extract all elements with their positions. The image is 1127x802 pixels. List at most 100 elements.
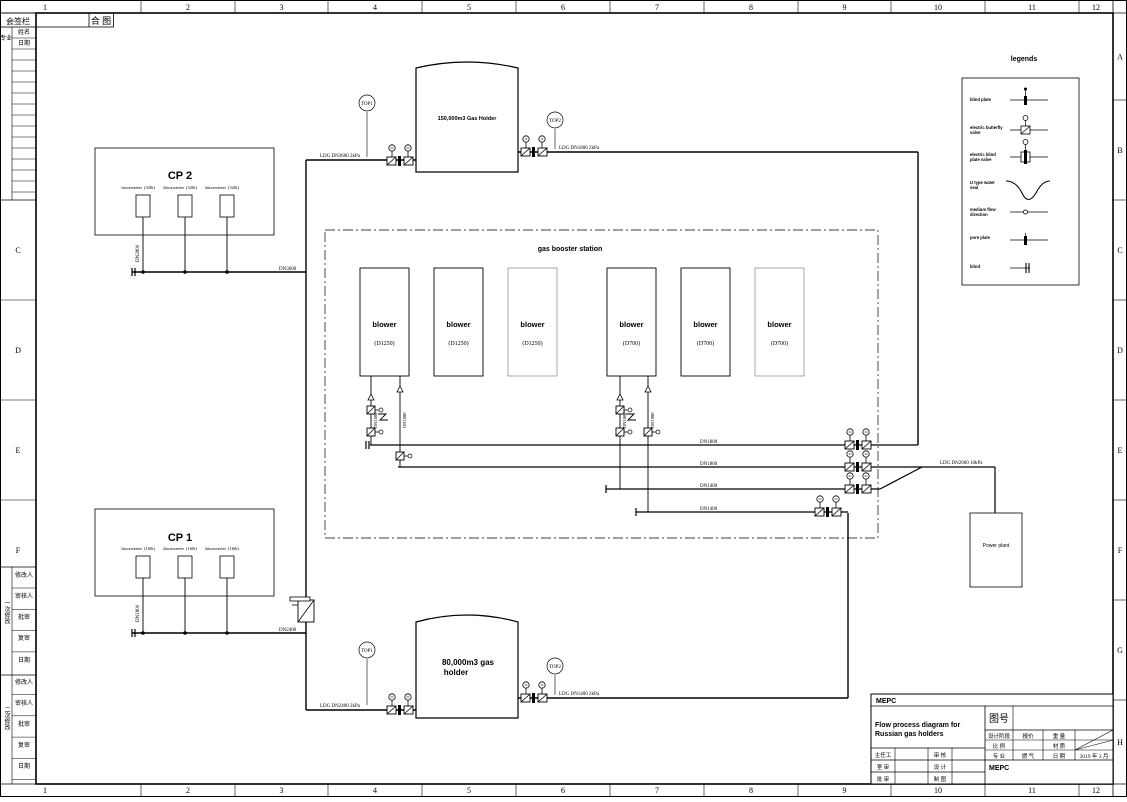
col-number-top-8: 8 — [749, 3, 753, 12]
cp1-header-label: DN2400 — [279, 628, 297, 633]
legend-label-2-line2: valve — [970, 130, 981, 135]
station-header-3: DN1400 — [700, 484, 718, 489]
blower1-inlet-label: DN1800 — [373, 412, 378, 428]
rev2-label-4: 日期 — [18, 762, 30, 770]
legend-label-3: electric blind — [970, 152, 996, 157]
cp1-converter-name-2: 2#converter — [163, 546, 185, 551]
strip-label-name: 姓名 — [18, 28, 30, 36]
cp1-converter-size-3: (160t) — [228, 546, 239, 551]
blower4-inlet-label: DN1000 — [622, 412, 627, 428]
title-company-bottom: MEPC — [989, 765, 1009, 772]
cp1-converter-size-1: (160t) — [144, 546, 155, 551]
u-type-water-seal-symbol — [1005, 180, 1051, 201]
drawing-stamp: 合 图 — [91, 15, 111, 26]
rev1-label-2: 批审 — [18, 613, 30, 621]
cp1-group: CP 1 1#converter(160t)2#converter(160t)3… — [94, 508, 306, 637]
strip-label-date: 日期 — [18, 39, 30, 47]
electric-butterfly-valve-symbol — [1010, 115, 1048, 135]
legend-label-1: blind plate — [970, 97, 992, 102]
row-letter-left-C: C — [15, 246, 20, 255]
tb-r1-2: 重 量 — [1053, 732, 1066, 740]
blower-1-model: (D1250) — [374, 340, 394, 347]
cp1-converter-box-2 — [177, 555, 193, 579]
title-company-top: MEPC — [876, 698, 896, 705]
rev1-title: 一次修改 — [3, 600, 10, 625]
col-number-bottom-3: 3 — [280, 786, 284, 795]
blower-4-name: blower — [619, 320, 643, 329]
cp2-header-label: DN3600 — [279, 267, 297, 272]
drawing-no-label: 图号 — [989, 713, 1009, 725]
holder-bottom-title-2: holder — [444, 668, 468, 677]
cp2-converter-name-3: 3#converter — [205, 185, 227, 190]
station-header-2: DN1800 — [700, 462, 718, 467]
holder-bottom-title-1: 80,000m3 gas — [442, 658, 495, 667]
holder-top-top1: TOP1 — [361, 102, 373, 107]
legends-title: legends — [1011, 56, 1038, 63]
rev1-label-3: 复审 — [18, 634, 30, 642]
legend-label-5: medium flow — [970, 207, 996, 212]
role-left-1: 室 审 — [877, 763, 890, 771]
col-number-top-7: 7 — [655, 3, 659, 12]
col-number-top-3: 3 — [280, 3, 284, 12]
tb-r1-1: 报价 — [1022, 732, 1034, 740]
role-left-2: 批 审 — [877, 775, 890, 783]
sign-label: 会签栏 — [6, 16, 30, 26]
blower-5-name: blower — [693, 320, 717, 329]
col-number-top-6: 6 — [561, 3, 565, 12]
strip-label-speciality: 专业 — [0, 34, 12, 42]
legend-label-3-line2: plate valve — [970, 157, 992, 162]
cp1-title: CP 1 — [168, 532, 192, 544]
holder-top-title: 150,000m3 Gas Holder — [438, 116, 498, 122]
row-letter-right-B: B — [1117, 146, 1122, 155]
row-letter-right-C: C — [1117, 246, 1122, 255]
col-number-bottom-1: 1 — [43, 786, 47, 795]
blind-plate-symbol — [1010, 87, 1048, 105]
blower-3 — [507, 267, 558, 377]
col-number-bottom-12: 12 — [1092, 786, 1100, 795]
holder-top-inlet-label: LDG DN3600 2kPa — [320, 154, 361, 159]
blower-3-model: (D1250) — [522, 340, 542, 347]
blower-6-name: blower — [767, 320, 791, 329]
row-letter-left-F: F — [16, 546, 21, 555]
role-left-0: 主任工 — [875, 751, 892, 759]
col-number-top-12: 12 — [1092, 3, 1100, 12]
tb-r3-2: 日 期 — [1053, 753, 1066, 760]
role-right-0: 审 核 — [934, 751, 947, 759]
legend-label-6: pore plate — [970, 235, 991, 240]
rev2-title: 二次修改 — [3, 706, 10, 731]
rev2-label-0: 修改人 — [15, 678, 33, 686]
station-title: gas booster station — [538, 246, 603, 253]
row-letter-right-E: E — [1118, 446, 1123, 455]
col-number-bottom-10: 10 — [934, 786, 942, 795]
cp2-converter-size-1: (320t) — [144, 185, 155, 190]
col-number-top-11: 11 — [1028, 3, 1036, 12]
title-drawing-line1: Flow process diagram for — [875, 722, 960, 729]
col-number-bottom-5: 5 — [467, 786, 471, 795]
tb-r1-0: 设计阶段 — [988, 732, 1011, 740]
blower-1-name: blower — [372, 320, 396, 329]
gas-booster-station: gas booster station blower (D1250) blower (… — [324, 229, 996, 539]
cp2-converter-box-3 — [219, 194, 235, 218]
col-number-top-9: 9 — [843, 3, 847, 12]
gas-holder-80000: 80,000m3 gas holder LDG DN2400 2kPa TOP1… — [320, 513, 849, 719]
electric-blind-plate-valve-symbol — [1010, 139, 1048, 164]
legend-label-4-line2: seal — [970, 185, 978, 190]
col-number-bottom-2: 2 — [186, 786, 190, 795]
cp1-converter-box-1 — [135, 555, 151, 579]
cp2-converter-size-3: (320t) — [228, 185, 239, 190]
blower-6 — [754, 267, 805, 377]
legend-label-4: U type water — [970, 180, 995, 185]
col-number-bottom-8: 8 — [749, 786, 753, 795]
title-drawing-line2: Russian gas holders — [875, 731, 944, 738]
blower-3-name: blower — [520, 320, 544, 329]
cp2-converter-box-2 — [177, 194, 193, 218]
rev2-label-1: 审核人 — [15, 699, 33, 707]
blower-6-model: (D700) — [771, 340, 788, 347]
tb-r3-3: 2019 年 3 月 — [1080, 752, 1109, 760]
row-letter-right-A: A — [1117, 53, 1123, 62]
station-header-1: DN1800 — [700, 440, 718, 445]
rev1-label-1: 审核人 — [15, 592, 33, 600]
